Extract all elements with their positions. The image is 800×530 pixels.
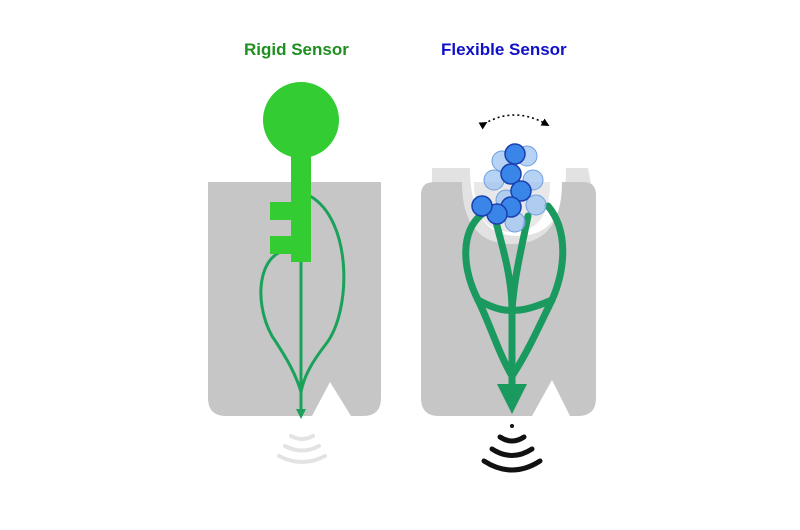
- rigid-pathway-left: [259, 248, 303, 393]
- signal-waves-icon: [481, 424, 543, 473]
- rigid-receptor-body: [208, 182, 381, 416]
- flexible-sensor-panel: [421, 114, 596, 473]
- flexible-sensor-title: Flexible Sensor: [441, 40, 567, 59]
- flexible-output-arrow: [497, 384, 527, 414]
- flexible-ligand: [471, 143, 532, 225]
- rigid-sensor-panel: [208, 82, 381, 464]
- key-icon: [263, 82, 339, 262]
- flexible-pathway-network: [462, 202, 567, 390]
- rigid-sensor-title: Rigid Sensor: [244, 40, 349, 59]
- rigid-pathway-right: [299, 194, 346, 393]
- double-arrow-icon: [478, 114, 550, 130]
- signal-waves-icon: [277, 434, 327, 464]
